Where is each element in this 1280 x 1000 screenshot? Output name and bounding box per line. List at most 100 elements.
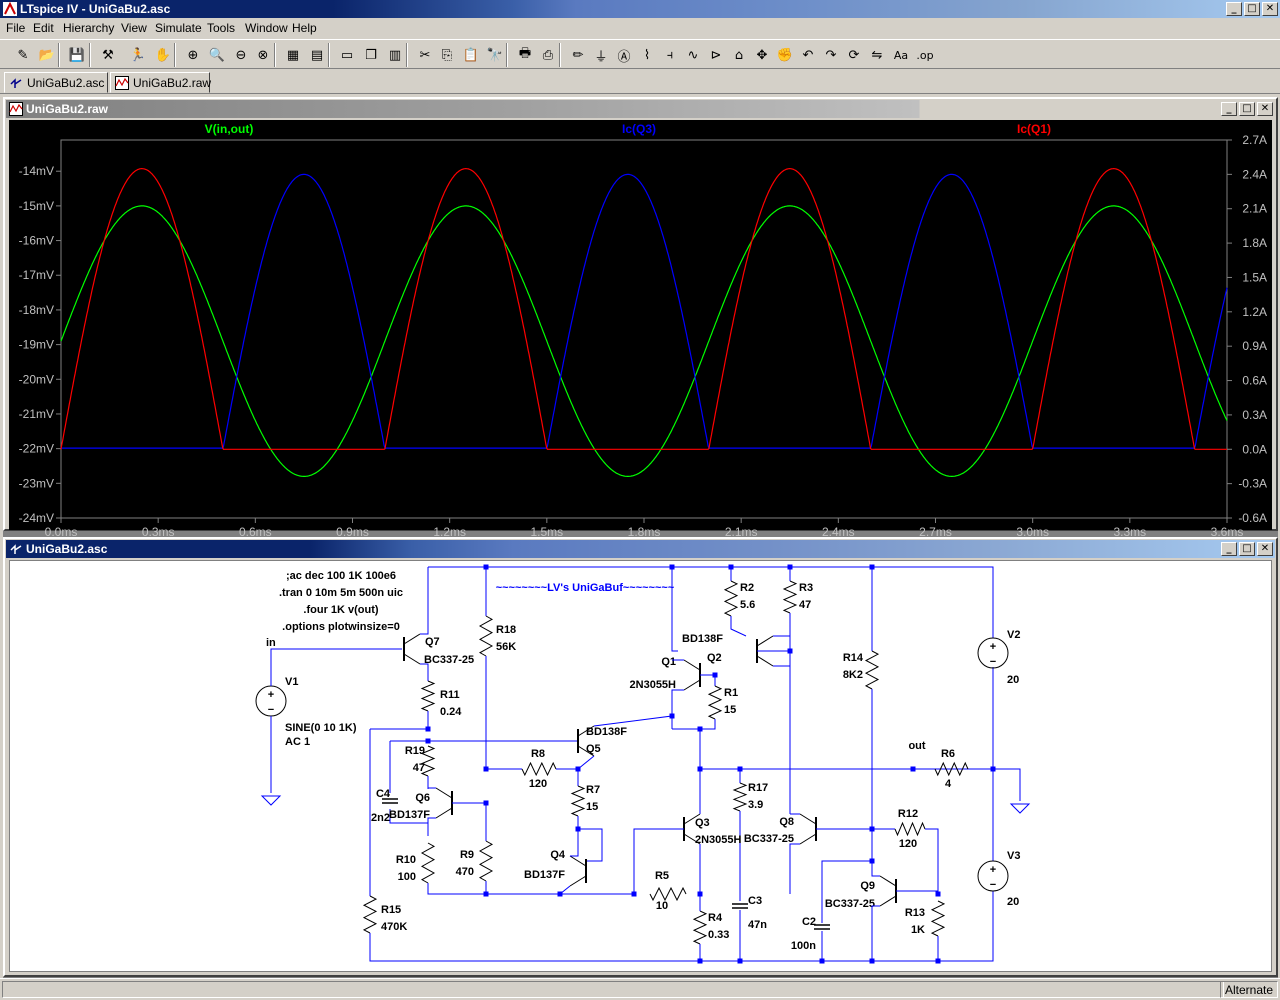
in-wire[interactable] [270,648,402,686]
resistor-r8[interactable] [521,761,557,777]
zoom-in-icon[interactable]: ⊕ [187,47,199,63]
q4-collector-wire[interactable] [570,829,579,857]
c2-top-wire[interactable] [821,860,872,923]
waveform-close-button[interactable]: ✕ [1257,102,1273,116]
q6-emitter-wire[interactable] [427,817,436,836]
legend-ic-q1[interactable]: Ic(Q1) [1017,122,1051,136]
print-icon[interactable]: ⎙ [542,47,554,63]
top-rail[interactable] [428,566,994,638]
q9-c-wire[interactable] [871,861,880,877]
zoom-full-icon[interactable]: ⊗ [257,47,269,63]
tile-horizontal-icon[interactable]: ▭ [340,47,354,63]
autorange-icon[interactable]: ▦ [286,47,300,63]
resistor-r11[interactable] [420,680,436,712]
resistor-r5[interactable] [649,886,687,902]
inductor-icon[interactable]: ∿ [687,47,699,63]
new-schematic-icon[interactable]: ✎ [17,47,29,63]
bottom-rail[interactable] [369,891,994,962]
tab-unigabu2-raw[interactable]: UniGaBu2.raw [110,72,211,93]
schematic-minimize-button[interactable]: _ [1221,542,1237,556]
trace-ic-q3[interactable] [61,173,1228,449]
q5-emitter-wire[interactable] [577,755,595,770]
q7-emitter-wire[interactable] [420,663,429,681]
menu-view[interactable]: View [121,21,147,35]
schematic-drawing[interactable]: ;ac dec 100 1K 100e6.tran 0 10m 5m 500n … [10,561,1271,971]
q7-collector-wire[interactable] [420,567,429,635]
ground-icon[interactable]: ⏚ [594,49,608,65]
ground-symbol[interactable] [260,795,282,806]
legend-ic-q3[interactable]: Ic(Q3) [622,122,656,136]
resistor-r14[interactable] [864,650,880,690]
ground-symbol[interactable] [1009,803,1031,814]
menu-window[interactable]: Window [245,21,288,35]
component-icon[interactable]: ⌂ [734,47,744,63]
cascade-icon[interactable]: ❐ [365,47,377,63]
menu-help[interactable]: Help [292,21,317,35]
q3-base-wire[interactable] [633,828,684,894]
cut-icon[interactable]: ✂ [419,47,431,63]
close-button[interactable]: ✕ [1262,2,1278,16]
copy-icon[interactable]: ⎘ [441,47,453,63]
paste-icon[interactable]: 📋 [462,47,480,63]
move-icon[interactable]: ✥ [756,47,768,63]
bottom-bias-wire[interactable] [427,883,634,895]
resistor-r12[interactable] [894,821,926,837]
menu-tools[interactable]: Tools [207,21,236,35]
label-net-icon[interactable]: Ⓐ [617,49,631,65]
drag-icon[interactable]: ✊ [776,47,794,63]
spice-directive-icon[interactable]: .op [916,48,934,62]
capacitor-icon[interactable]: ⫞ [666,47,674,63]
resistor-r3[interactable] [782,580,798,614]
print-preview-icon[interactable]: 🖶 [518,46,532,61]
wire-icon[interactable]: ✏ [572,47,584,63]
resistor-r6[interactable] [934,761,969,777]
resistor-r18[interactable] [478,615,494,657]
schematic-canvas[interactable]: ;ac dec 100 1K 100e6.tran 0 10m 5m 500n … [9,560,1272,972]
menu-simulate[interactable]: Simulate [155,21,202,35]
resistor-r17[interactable] [732,782,748,812]
mirror-icon[interactable]: ⇋ [871,47,883,63]
resistor-r2[interactable] [723,580,739,617]
minimize-button[interactable]: _ [1226,2,1242,16]
open-icon[interactable]: 📂 [38,47,56,63]
undo-icon[interactable]: ↶ [802,47,814,63]
find-icon[interactable]: 🔭 [486,47,504,63]
menu-hierarchy[interactable]: Hierarchy [63,21,115,35]
resistor-r19[interactable] [420,745,436,777]
redo-icon[interactable]: ↷ [825,47,837,63]
waveform-maximize-button[interactable]: □ [1239,102,1255,116]
r1-bottom-wire[interactable] [672,719,716,730]
run-icon[interactable]: 🏃 [129,47,147,63]
zoom-out-icon[interactable]: ⊖ [235,47,247,63]
zoom-pan-icon[interactable]: 🔍 [208,47,226,63]
menu-edit[interactable]: Edit [33,21,54,35]
voltage-source-v3[interactable] [977,860,1009,892]
resistor-icon[interactable]: ⌇ [643,47,651,63]
resistor-r4[interactable] [692,910,708,945]
resistor-r1[interactable] [707,685,723,720]
maximize-button[interactable]: □ [1244,2,1260,16]
load-gnd-wire[interactable] [993,768,1021,801]
legend-v-in-out[interactable]: V(in,out) [205,122,254,136]
c4-bottom-wire[interactable] [389,809,428,824]
waveform-minimize-button[interactable]: _ [1221,102,1237,116]
trace-ic-q1[interactable] [60,167,1227,450]
resistor-r7[interactable] [570,785,586,817]
rotate-icon[interactable]: ⟳ [848,47,860,63]
resistor-r13[interactable] [930,900,946,937]
halt-icon[interactable]: ✋ [154,47,172,63]
trace-v-in-out[interactable] [60,205,1228,477]
q1-collector-rail[interactable] [671,567,678,652]
text-icon[interactable]: Aa [893,48,909,62]
schematic-close-button[interactable]: ✕ [1257,542,1273,556]
r2-q2-wire[interactable] [730,616,747,637]
q9-e-wire[interactable] [871,905,880,961]
save-icon[interactable]: 💾 [68,47,86,63]
resistor-r15[interactable] [362,895,378,934]
r12-right-wire[interactable] [925,828,939,894]
q1-e-wire[interactable] [671,689,684,729]
menu-file[interactable]: File [6,21,26,35]
q8-e-wire[interactable] [789,843,800,894]
